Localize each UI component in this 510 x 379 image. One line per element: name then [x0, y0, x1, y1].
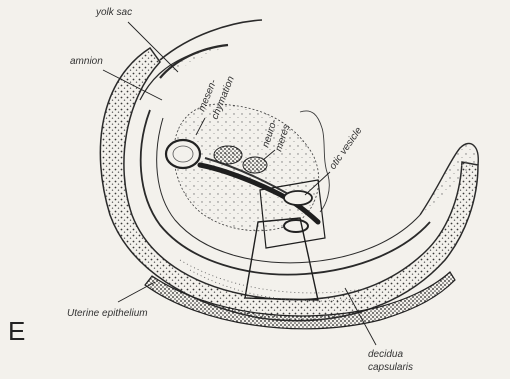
label-yolk-sac: yolk sac: [95, 7, 132, 18]
lower-vesicle: [284, 220, 308, 232]
inset-box-large: [245, 218, 318, 300]
label-capsularis: capsularis: [368, 362, 413, 373]
chorion-outer: [160, 20, 262, 60]
yolk-sac-membrane: [160, 45, 228, 78]
head-vesicle: [166, 140, 200, 168]
label-decidua: decidua: [368, 349, 403, 360]
leader-uterine-epithelium: [118, 282, 155, 302]
otic-vesicle-shape: [284, 191, 312, 205]
label-amnion: amnion: [70, 56, 103, 67]
panel-letter: E: [8, 316, 25, 346]
label-otic-vesicle: otic vesicle: [327, 125, 364, 172]
neuromere: [214, 146, 242, 164]
label-uterine-epithelium: Uterine epithelium: [67, 308, 148, 319]
